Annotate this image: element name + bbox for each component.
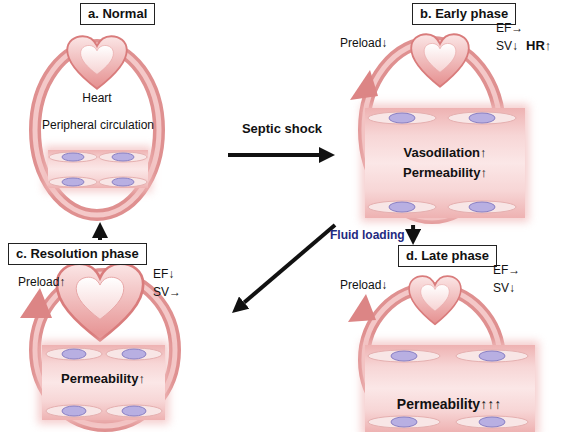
organ-label: Peripheral circulation [42, 118, 154, 132]
heart-outline [66, 35, 128, 90]
endothelial-cell [448, 112, 516, 124]
cell-nucleus [112, 178, 134, 186]
vessel-state: Permeability↑↑↑ [397, 396, 501, 413]
heart-icon [67, 36, 127, 89]
cell-nucleus [62, 178, 84, 186]
vessel-state: Vasodilation↑ [403, 145, 486, 161]
cell-nuclei [62, 113, 505, 427]
endothelial-cell [46, 348, 102, 360]
endothelial-cell [456, 350, 528, 362]
transition-arrow [98, 238, 102, 240]
flow-arrowhead [348, 294, 376, 322]
cell-nucleus [122, 406, 146, 416]
cell-nucleus [391, 417, 417, 427]
cell-nucleus [479, 417, 505, 427]
endothelial-cell [456, 416, 528, 428]
endothelial-cell [368, 416, 440, 428]
endothelial-cell [49, 177, 97, 187]
parameter-label: EF→ [493, 263, 520, 277]
cell-nucleus [469, 202, 495, 212]
parameter-label: SV↓ [496, 39, 518, 53]
parameter-label: Preload↓ [340, 278, 387, 292]
parameter-label: SV→ [153, 285, 181, 299]
transition-arrow [411, 225, 415, 229]
endothelium [46, 112, 528, 428]
phase-panel: b. Early phasePreload↓EF→SV↓HR↑Vasodilat… [335, 0, 566, 225]
cell-nucleus [391, 351, 417, 361]
heart-shape: Heart [66, 35, 128, 90]
cell-nucleus [389, 202, 415, 212]
cell-nucleus [122, 349, 146, 359]
transition-arrow [228, 153, 319, 157]
cell-nucleus [62, 406, 86, 416]
heart-icon [57, 264, 143, 341]
parameter-label: SV↓ [493, 281, 515, 295]
vessel-band: Permeability↑↑↑ [365, 345, 535, 432]
flow-arrowhead [20, 288, 52, 318]
endothelial-cell [368, 350, 440, 362]
endothelial-cell [49, 152, 97, 162]
endothelial-cell [368, 201, 436, 213]
cell-nucleus [62, 349, 86, 359]
parameter-label: Preload↑ [18, 275, 65, 289]
phase-panel: d. Late phasePreload↓ EF→ SV↓ Permeability↑… [335, 245, 566, 432]
phase-panel: c. Resolution phasePreload↑ EF↓ SV→ Permeab… [0, 240, 232, 432]
cell-nucleus [479, 351, 505, 361]
endothelial-cell [46, 405, 102, 417]
vessel-state: Permeability↑ [403, 165, 487, 181]
cell-nucleus [112, 153, 134, 161]
endothelial-cell [99, 177, 147, 187]
endothelial-cell [106, 405, 162, 417]
vessel-band: Vasodilation↑ Permeability↑ [365, 108, 525, 218]
parameter-label: EF↓ [153, 267, 174, 281]
cell-nucleus [62, 153, 84, 161]
parameter-label: HR↑ [526, 38, 551, 54]
endothelial-cell [99, 152, 147, 162]
phase-title: d. Late phase [398, 245, 497, 267]
transition-label: Septic shock [242, 121, 322, 137]
parameter-label: EF→ [496, 21, 523, 35]
vessel-state: Permeability↑ [61, 371, 145, 387]
phase-panel: a. NormalHeartPeripheral circulation [10, 0, 228, 222]
endothelial-cell [368, 112, 436, 124]
endothelial-cell [106, 348, 162, 360]
transition-arrow [244, 225, 335, 303]
vessel-band: Peripheral circulation [48, 150, 148, 188]
phase-title: a. Normal [80, 3, 155, 25]
parameter-label: Preload↓ [340, 36, 387, 50]
cell-nucleus [389, 113, 415, 123]
flow-arrowhead [350, 70, 378, 100]
organ-label: Heart [82, 91, 111, 105]
heart-icon [411, 34, 469, 86]
phase-title: c. Resolution phase [8, 243, 147, 265]
transition-label: Fluid loading [330, 228, 405, 242]
vessel-band: Permeability↑ [42, 345, 165, 420]
cell-nucleus [469, 113, 495, 123]
heart-icon [409, 276, 461, 324]
endothelial-cell [448, 201, 516, 213]
